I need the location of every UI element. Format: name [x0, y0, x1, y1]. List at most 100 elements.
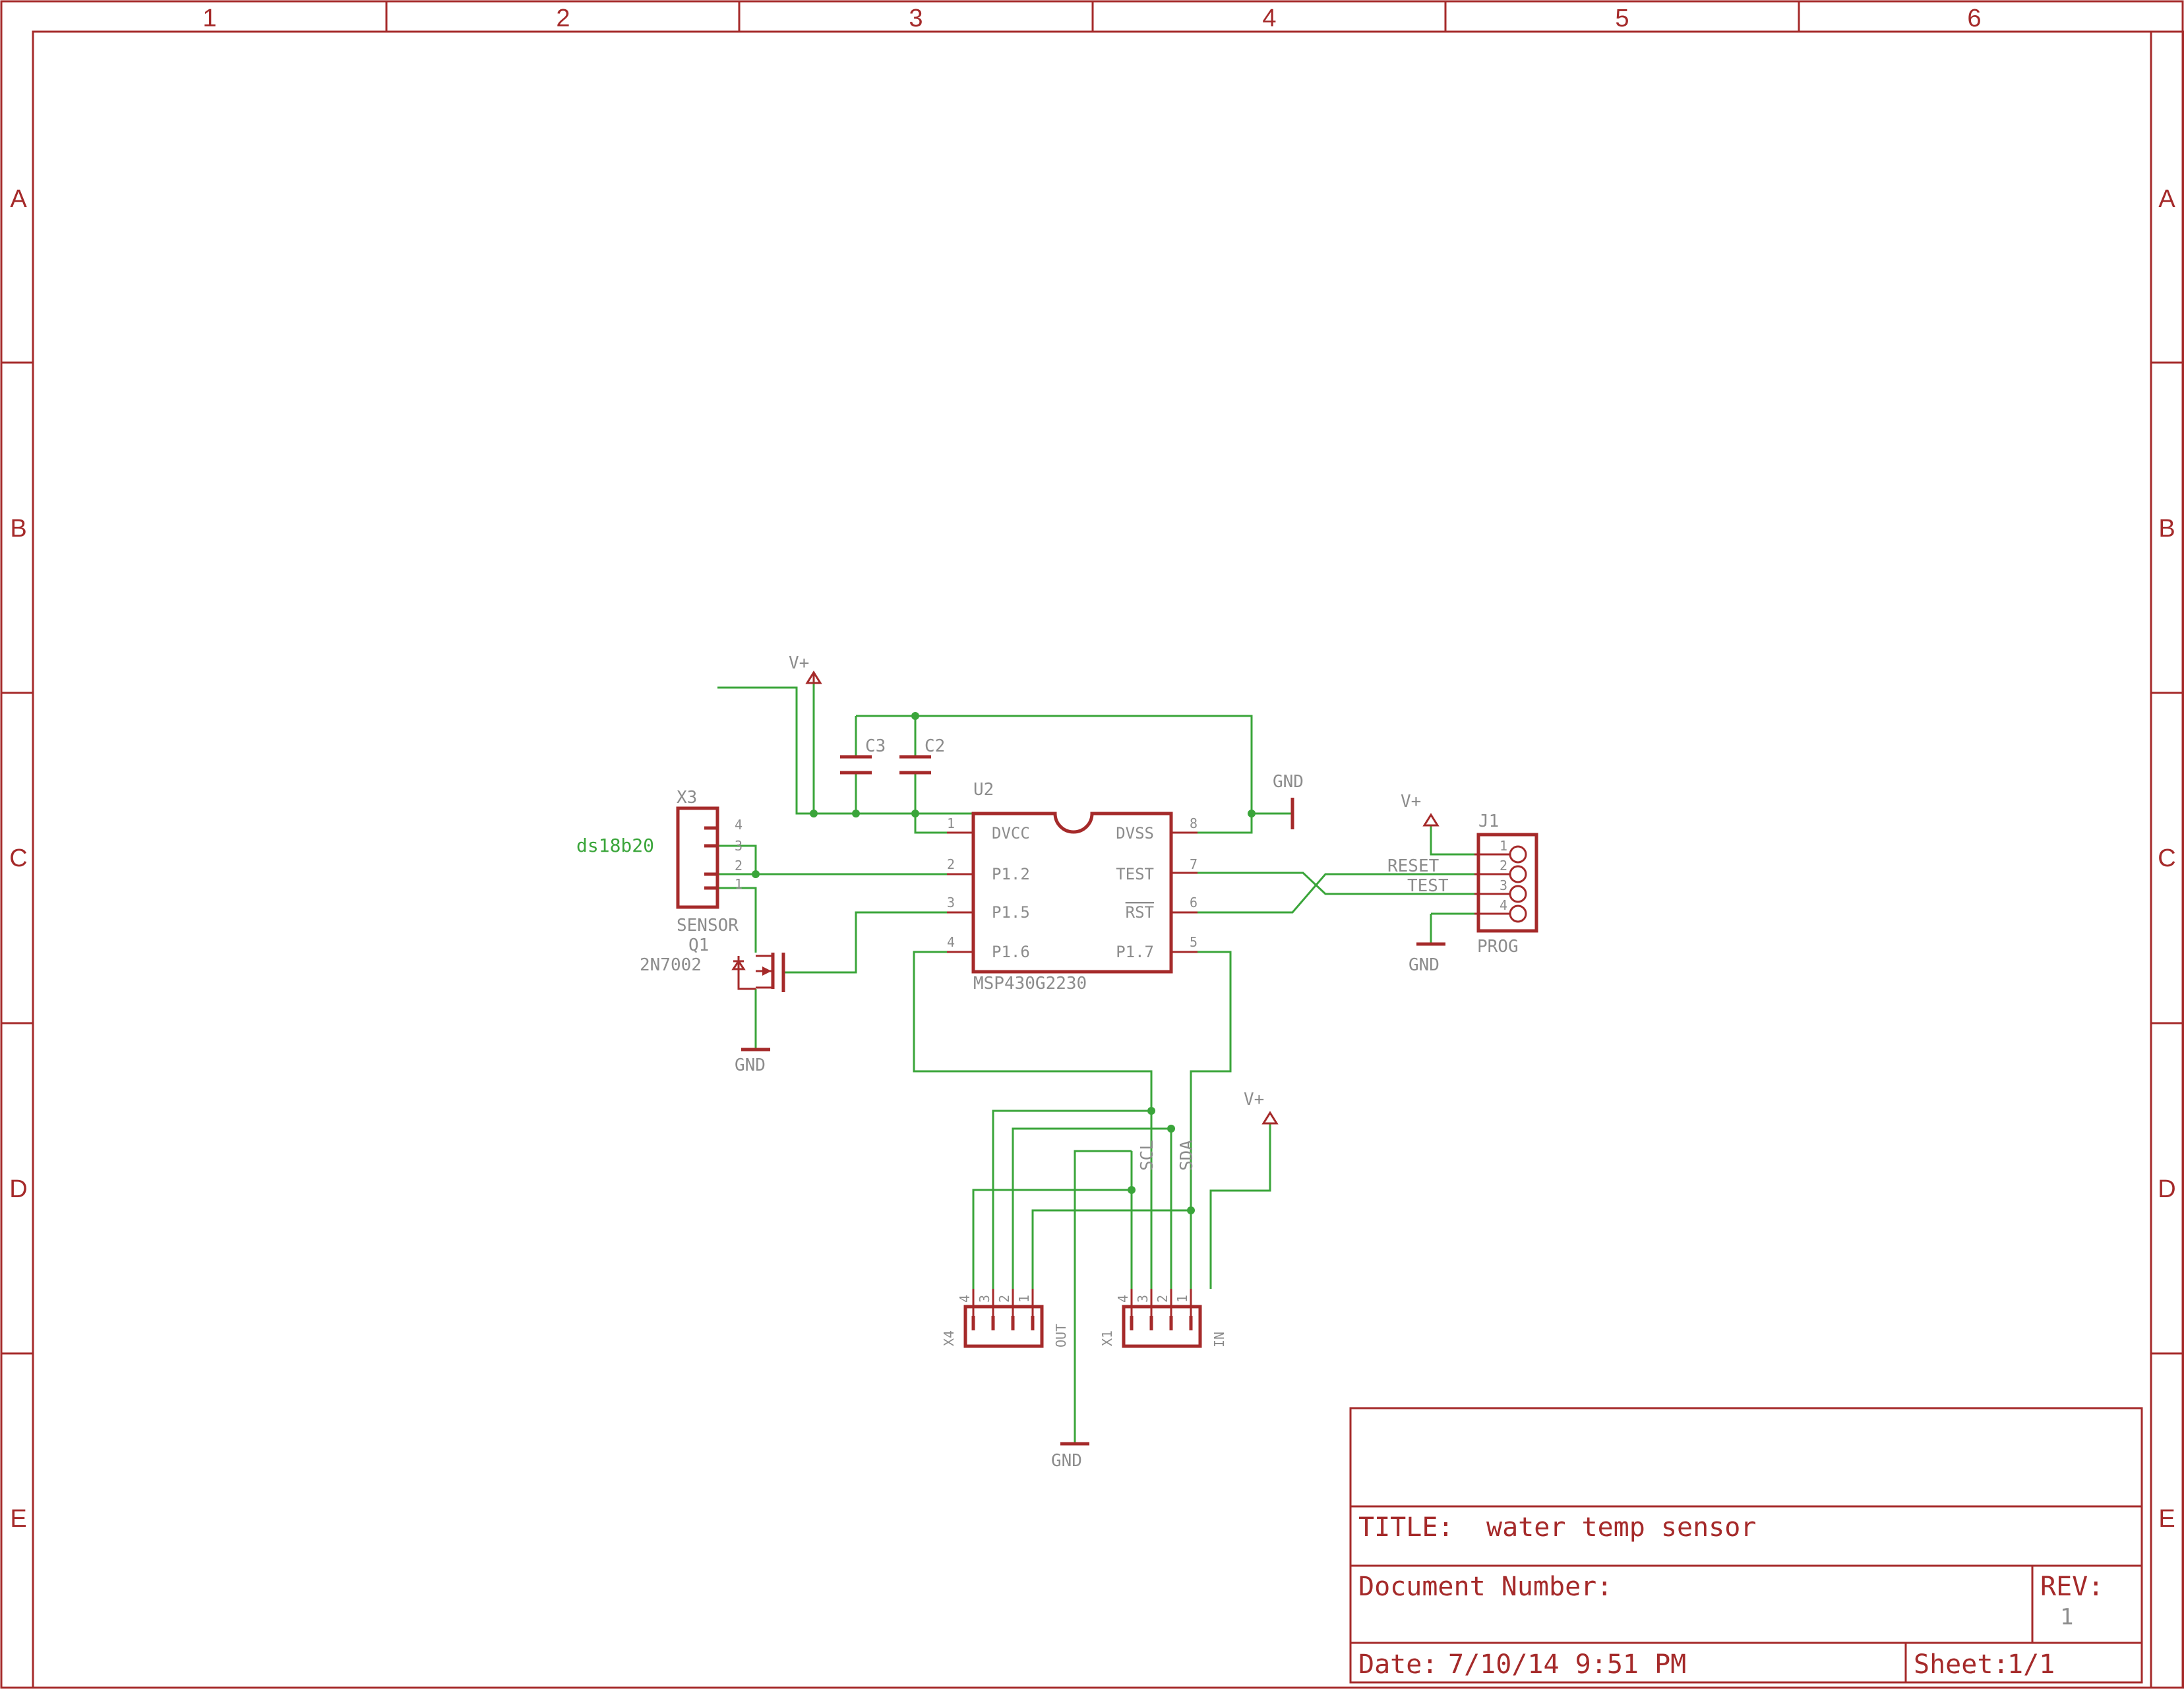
date-label: Date: [1358, 1649, 1438, 1680]
frame-row-d-left: D [9, 1175, 27, 1203]
connector-x1[interactable] [1122, 1289, 1202, 1348]
connector-j1[interactable] [1474, 833, 1538, 933]
capacitor-c2[interactable] [899, 755, 931, 775]
frame-col-2: 2 [556, 5, 570, 32]
gnd-label-bottom: GND [1051, 1451, 1082, 1471]
net-label-scl: SCL [1138, 1140, 1157, 1171]
x1-pin-3: 3 [1135, 1295, 1151, 1303]
gnd-label-q1: GND [735, 1055, 766, 1075]
x1-pin-1: 1 [1174, 1295, 1190, 1303]
net-wires [717, 674, 1474, 1444]
x3-pin-4: 4 [735, 817, 743, 833]
u2-pin-6-num: 6 [1190, 895, 1198, 910]
sheet-value: 1/1 [2007, 1649, 2055, 1680]
u2-pin-6-name: RST [1126, 903, 1154, 922]
u2-ref: U2 [973, 780, 994, 800]
q1-ref: Q1 [688, 935, 709, 955]
x4-pin-3: 3 [977, 1295, 992, 1303]
x3-value: SENSOR [677, 916, 739, 935]
u2-value: MSP430G2230 [973, 974, 1087, 993]
j1-pin-3: 3 [1500, 877, 1507, 893]
u2-pin-2-name: P1.2 [992, 865, 1030, 883]
x3-pin-3: 3 [735, 838, 743, 854]
date-value: 7/10/14 9:51 PM [1448, 1649, 1686, 1680]
x1-pin-2: 2 [1155, 1295, 1170, 1303]
x3-pin-1: 1 [735, 876, 743, 892]
frame-col-1: 1 [202, 5, 216, 32]
x3-label: ds18b20 [576, 835, 654, 856]
c3-ref: C3 [865, 736, 886, 756]
u2-pin-8-num: 8 [1190, 815, 1198, 831]
frame-row-c-right: C [2158, 844, 2175, 872]
j1-ref: J1 [1478, 812, 1499, 831]
frame-col-6: 6 [1967, 5, 1981, 32]
vplus-symbol-bottom [1261, 1111, 1279, 1125]
frame-row-d-right: D [2158, 1175, 2175, 1203]
u2-pin-5-name: P1.7 [1116, 943, 1154, 961]
x3-ref: X3 [677, 788, 697, 808]
frame-col-4: 4 [1262, 5, 1276, 32]
frame-row-b-right: B [2158, 515, 2175, 543]
x3-pin-2: 2 [735, 858, 743, 874]
sheet-label: Sheet: [1914, 1649, 2009, 1680]
rev-value: 1 [2060, 1604, 2073, 1630]
title-label: TITLE: [1358, 1512, 1454, 1543]
frame-row-c-left: C [9, 844, 27, 872]
vplus-label-bottom: V+ [1244, 1090, 1264, 1110]
x4-pin-2: 2 [996, 1295, 1012, 1303]
rev-label: REV: [2040, 1572, 2104, 1602]
vplus-label-j1: V+ [1401, 792, 1421, 812]
x4-ref: X4 [941, 1330, 957, 1346]
u2-pin-2-num: 2 [947, 856, 955, 872]
net-label-sda: SDA [1177, 1140, 1197, 1171]
x4-pin-4: 4 [957, 1295, 973, 1303]
ic-u2[interactable] [947, 812, 1198, 974]
title-block [1349, 1407, 2143, 1684]
x1-ref: X1 [1099, 1330, 1115, 1346]
frame-row-e-right: E [2158, 1505, 2175, 1533]
vplus-label-top: V+ [789, 653, 809, 673]
c2-ref: C2 [925, 736, 945, 756]
document-number-label: Document Number: [1358, 1572, 1612, 1602]
capacitor-c3[interactable] [840, 755, 872, 775]
frame-row-b-left: B [10, 515, 26, 543]
j1-value: PROG [1477, 937, 1519, 957]
gnd-symbol-j1 [1416, 914, 1445, 946]
u2-pin-7-name: TEST [1116, 865, 1154, 883]
j1-net-test: TEST [1407, 876, 1449, 896]
u2-pin-3-num: 3 [947, 895, 955, 910]
j1-pin-1: 1 [1500, 838, 1507, 854]
x4-pin-1: 1 [1016, 1295, 1032, 1303]
connector-x3[interactable] [676, 806, 719, 909]
vplus-symbol-top [805, 670, 822, 684]
u2-pin-1-num: 1 [947, 815, 955, 831]
frame-row-a-left: A [10, 185, 27, 213]
j1-pin-4: 4 [1500, 897, 1507, 913]
mosfet-q1[interactable] [731, 953, 785, 992]
j1-net-reset: RESET [1387, 856, 1440, 876]
frame-col-3: 3 [909, 5, 923, 32]
u2-pin-1-name: DVCC [992, 824, 1030, 843]
u2-pin-8-name: DVSS [1116, 824, 1154, 843]
x1-value: IN [1211, 1332, 1227, 1348]
u2-pin-7-num: 7 [1190, 856, 1198, 872]
connector-x4[interactable] [963, 1289, 1044, 1348]
frame-row-e-left: E [10, 1505, 26, 1533]
u2-pin-4-num: 4 [947, 934, 955, 950]
frame-row-a-right: A [2158, 185, 2175, 213]
q1-value: 2N7002 [640, 955, 702, 975]
u2-pin-4-name: P1.6 [992, 943, 1030, 961]
vplus-symbol-j1 [1422, 813, 1440, 827]
u2-pin-5-num: 5 [1190, 934, 1198, 950]
title-value: water temp sensor [1486, 1512, 1756, 1543]
gnd-label-j1: GND [1409, 955, 1440, 975]
j1-pin-2: 2 [1500, 858, 1507, 874]
junctions [752, 712, 1256, 1214]
gnd-label-u2: GND [1273, 772, 1304, 792]
u2-pin-3-name: P1.5 [992, 903, 1030, 922]
x1-pin-4: 4 [1115, 1295, 1131, 1303]
x4-value: OUT [1053, 1324, 1069, 1348]
frame-col-5: 5 [1615, 5, 1629, 32]
